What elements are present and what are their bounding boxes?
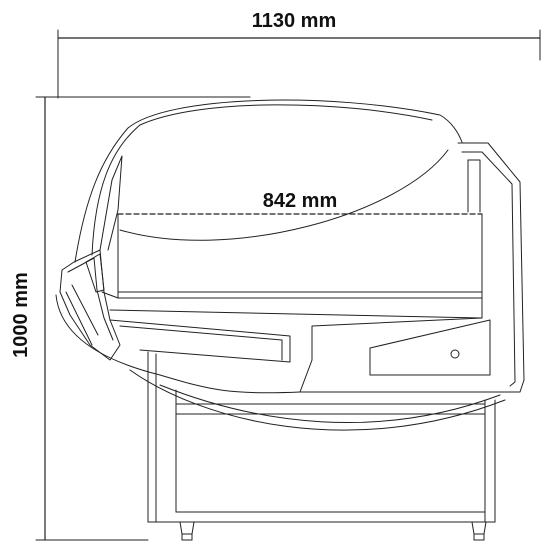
front-glass-panel	[99, 155, 123, 251]
width-dimension: 1130 mm	[57, 10, 541, 99]
case-bottom-curve	[55, 294, 301, 394]
width-dimension-label: 1130 mm	[252, 10, 337, 32]
rear-column	[299, 142, 525, 393]
display-deck	[101, 291, 483, 319]
underside-curve	[129, 369, 506, 431]
lower-tray	[109, 319, 291, 363]
base-stand	[147, 351, 496, 541]
display-case-body	[55, 99, 525, 541]
interior-depth-dimension: 842 mm	[117, 190, 483, 215]
compressor-housing	[369, 319, 491, 376]
glass-canopy-outer	[74, 99, 463, 263]
glass-lower-arc	[119, 149, 449, 241]
height-dimension: 1000 mm	[10, 96, 251, 541]
left-foot	[179, 521, 195, 535]
drain-fitting	[450, 349, 460, 359]
height-dimension-label: 1000 mm	[10, 272, 32, 358]
glass-canopy-inner	[91, 104, 433, 256]
right-foot	[471, 521, 487, 535]
front-control-panel	[59, 249, 121, 361]
interior-depth-label: 842 mm	[263, 190, 338, 212]
